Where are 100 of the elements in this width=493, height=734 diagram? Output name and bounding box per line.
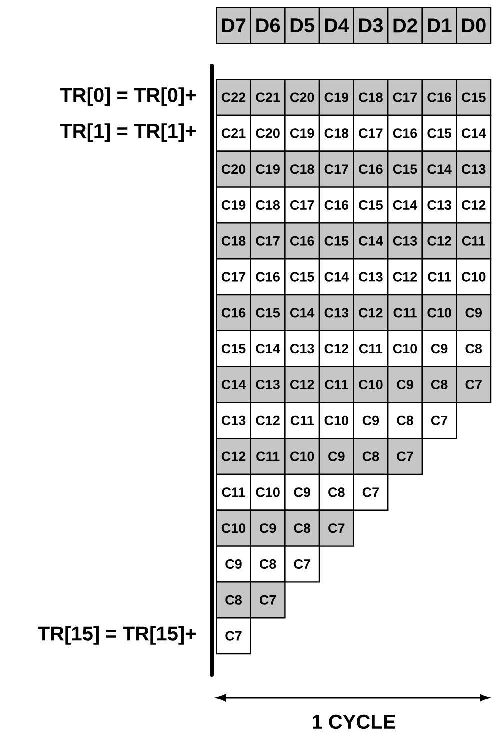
grid-cell: C11 — [250, 438, 286, 476]
grid-cell: C11 — [284, 402, 320, 440]
grid-cell: C16 — [353, 150, 389, 188]
grid-cell: C12 — [456, 186, 492, 224]
grid-cell: C15 — [422, 114, 458, 152]
grid-cell: C11 — [318, 366, 354, 404]
grid-cell: C15 — [456, 79, 492, 116]
row-label: TR[0] = TR[0]+ — [60, 88, 196, 106]
grid-cell: C17 — [388, 79, 423, 116]
grid-cell: C20 — [250, 114, 286, 152]
grid-cell: C13 — [318, 294, 354, 332]
dimension-label: 1 CYCLE — [313, 714, 396, 730]
grid-cell: C13 — [216, 402, 252, 440]
grid-cell: C12 — [284, 366, 320, 404]
grid-cell: C7 — [388, 438, 423, 476]
grid-cell: C10 — [250, 474, 286, 511]
grid-cell: C19 — [250, 150, 286, 188]
grid-cell: C10 — [318, 402, 354, 440]
grid-cell: C19 — [216, 186, 252, 224]
grid-cell: C17 — [318, 150, 354, 188]
grid-cell: C14 — [353, 222, 389, 260]
grid-cell: C21 — [216, 114, 252, 152]
grid-cell: C12 — [422, 222, 458, 260]
grid-cell: C18 — [353, 79, 389, 116]
grid-cell: C7 — [250, 582, 286, 619]
grid-cell: C8 — [284, 510, 320, 547]
grid-cell: C8 — [456, 330, 492, 368]
grid-cell: C17 — [250, 222, 286, 260]
grid-cell: C16 — [250, 258, 286, 296]
grid-cell: C8 — [388, 402, 423, 440]
grid-cell: C10 — [388, 330, 423, 368]
grid-cell: C10 — [284, 438, 320, 476]
grid-cell: C17 — [284, 186, 320, 224]
grid-cell: C9 — [388, 366, 423, 404]
grid-cell: C13 — [456, 150, 492, 188]
grid-cell: C15 — [388, 150, 423, 188]
grid-cell: C14 — [456, 114, 492, 152]
grid-cell: C13 — [353, 258, 389, 296]
grid-cell: C21 — [250, 79, 286, 116]
grid-cell: C15 — [250, 294, 286, 332]
grid-cell: C12 — [388, 258, 423, 296]
row-label: TR[1] = TR[1]+ — [60, 124, 196, 142]
grid-cell: C12 — [353, 294, 389, 332]
grid-cell: C7 — [318, 510, 354, 547]
grid-cell: C10 — [353, 366, 389, 404]
grid-cell: C12 — [318, 330, 354, 368]
grid-cell: C18 — [318, 114, 354, 152]
grid-cell: C8 — [318, 474, 354, 511]
grid-cell: C10 — [456, 258, 492, 296]
grid-cell: C10 — [422, 294, 458, 332]
grid-cell: C18 — [216, 222, 252, 260]
grid-cell: C8 — [216, 582, 252, 619]
grid-cell: C9 — [456, 294, 492, 332]
grid-cell: C15 — [216, 330, 252, 368]
grid-cell: C12 — [216, 438, 252, 476]
grid-cell: C9 — [250, 510, 286, 547]
grid-cell: C7 — [456, 366, 492, 404]
grid-cell: C20 — [216, 150, 252, 188]
grid-cell: C15 — [353, 186, 389, 224]
header-cell: D3 — [353, 7, 389, 44]
grid-cell: C7 — [353, 474, 389, 511]
header-cell: D4 — [318, 7, 354, 44]
header-cell: D6 — [250, 7, 286, 44]
grid-cell: C7 — [284, 546, 320, 583]
grid-cell: C9 — [216, 546, 252, 583]
header-cell: D2 — [388, 7, 423, 44]
grid-cell: C19 — [284, 114, 320, 152]
row-label: TR[15] = TR[15]+ — [38, 626, 196, 645]
grid-cell: C8 — [422, 366, 458, 404]
grid-cell: C9 — [318, 438, 354, 476]
grid-cell: C11 — [353, 330, 389, 368]
grid-cell: C11 — [422, 258, 458, 296]
header-cell: D0 — [456, 7, 492, 44]
grid-cell: C9 — [353, 402, 389, 440]
grid-cell: C9 — [422, 330, 458, 368]
grid-cell: C7 — [422, 402, 458, 440]
header-cell: D7 — [216, 7, 252, 44]
grid-cell: C20 — [284, 79, 320, 116]
grid-cell: C12 — [250, 402, 286, 440]
grid-cell: C14 — [250, 330, 286, 368]
grid-cell: C13 — [422, 186, 458, 224]
grid-cell: C8 — [353, 438, 389, 476]
grid-cell: C13 — [284, 330, 320, 368]
grid-cell: C14 — [216, 366, 252, 404]
grid-cell: C13 — [250, 366, 286, 404]
grid-cell: C7 — [216, 618, 252, 655]
grid-cell: C16 — [216, 294, 252, 332]
header-cell: D5 — [284, 7, 320, 44]
grid-cell: C18 — [284, 150, 320, 188]
grid-cell: C16 — [388, 114, 423, 152]
grid-cell: C16 — [422, 79, 458, 116]
grid-cell: C14 — [284, 294, 320, 332]
header-cell: D1 — [422, 7, 458, 44]
grid-cell: C15 — [318, 222, 354, 260]
grid-cell: C10 — [216, 510, 252, 547]
grid-cell: C14 — [422, 150, 458, 188]
grid-cell: C13 — [388, 222, 423, 260]
grid-cell: C9 — [284, 474, 320, 511]
grid-cell: C8 — [250, 546, 286, 583]
grid-cell: C11 — [456, 222, 492, 260]
